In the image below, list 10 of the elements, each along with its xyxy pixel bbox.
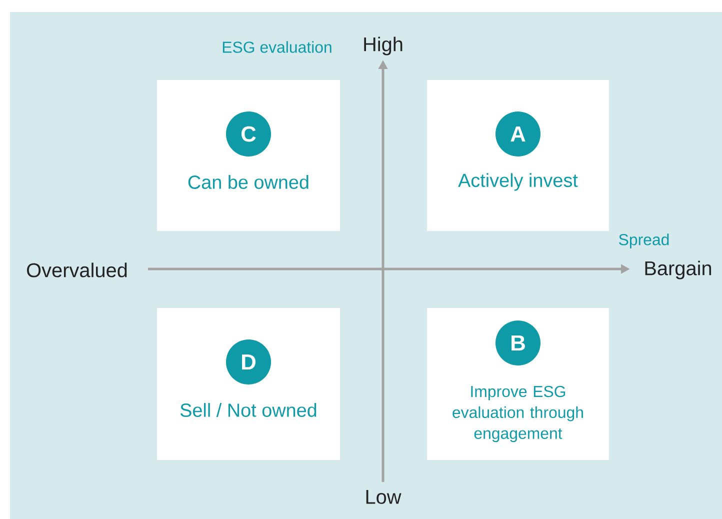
axis-end-label: Bargain (645, 260, 712, 280)
letter-badge: A (496, 112, 540, 156)
axis-end-label: High (364, 36, 402, 56)
axis-end-label: Overvalued (27, 262, 127, 278)
axis-title: ESG evaluation (222, 41, 332, 53)
letter-badge: B (496, 320, 540, 366)
letter-badge: D (226, 340, 271, 384)
axis-title: Spread (619, 234, 669, 248)
letter-badge: C (226, 112, 271, 156)
axis-end-label: Low (366, 490, 402, 504)
